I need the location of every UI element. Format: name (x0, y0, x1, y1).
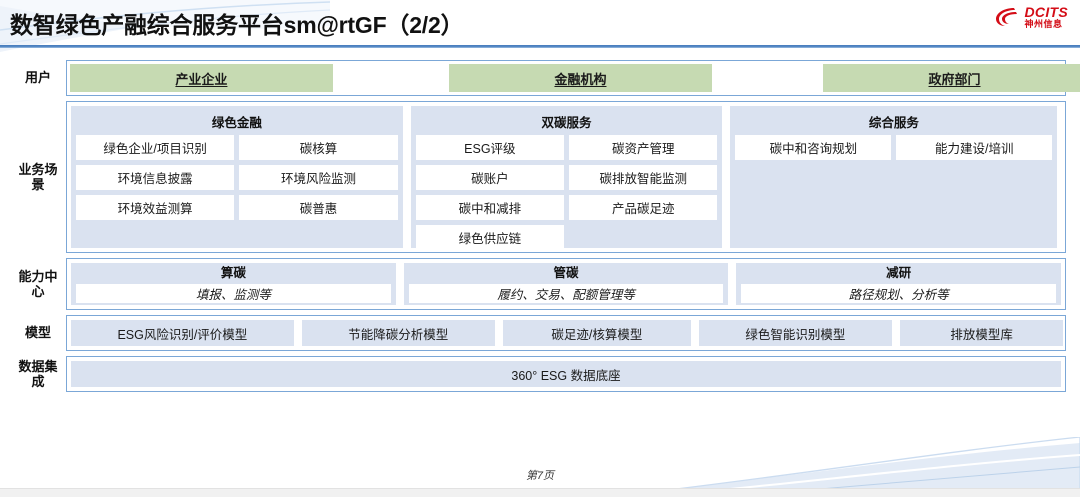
scenario-item[interactable]: 碳账户 (415, 165, 565, 190)
user-segment[interactable]: 金融机构 (449, 64, 712, 92)
band-body-capability: 算碳填报、监测等管碳履约、交易、配额管理等减研路径规划、分析等 (66, 258, 1066, 310)
scenario-item-grid: 碳中和咨询规划能力建设/培训 (735, 135, 1053, 160)
user-segment-label: 金融机构 (554, 71, 607, 87)
model-item[interactable]: ESG风险识别/评价模型 (71, 320, 294, 346)
model-item[interactable]: 绿色智能识别模型 (698, 320, 892, 346)
band-capability-center: 能力中心 算碳填报、监测等管碳履约、交易、配额管理等减研路径规划、分析等 (14, 258, 1066, 310)
band-body-scenario: 绿色金融绿色企业/项目识别碳核算环境信息披露环境风险监测环境效益测算碳普惠双碳服… (66, 101, 1066, 253)
band-body-model: ESG风险识别/评价模型节能降碳分析模型碳足迹/核算模型绿色智能识别模型排放模型… (66, 315, 1066, 351)
user-segment[interactable]: 政府部门 (823, 64, 1080, 92)
header-divider (0, 45, 1080, 48)
scenario-item[interactable]: 绿色供应链 (415, 225, 565, 250)
scenario-item[interactable]: 绿色企业/项目识别 (76, 135, 235, 160)
band-label-model: 模型 (24, 325, 51, 341)
band-body-user: 产业企业 金融机构 政府部门 (66, 60, 1080, 96)
scenario-item-grid: ESG评级碳资产管理碳账户碳排放智能监测碳中和减排产品碳足迹绿色供应链 (415, 135, 718, 250)
user-spacer (339, 64, 443, 92)
page-header: 数智绿色产融综合服务平台sm@rtGF（2/2） DCITS 神州信息 (0, 0, 1080, 48)
scenario-item[interactable]: 碳普惠 (239, 195, 398, 220)
data-foundation-bar[interactable]: 360° ESG 数据底座 (71, 361, 1061, 387)
page-title: 数智绿色产融综合服务平台sm@rtGF（2/2） (10, 12, 464, 38)
user-segment[interactable]: 产业企业 (70, 64, 333, 92)
scenario-item[interactable]: ESG评级 (415, 135, 565, 160)
capability-subtitle: 履约、交易、配额管理等 (408, 283, 724, 303)
scenario-item[interactable]: 碳中和咨询规划 (735, 135, 892, 160)
scenario-item[interactable]: 碳中和减排 (415, 195, 565, 220)
scenario-item[interactable]: 环境效益测算 (76, 195, 235, 220)
scenario-column: 综合服务碳中和咨询规划能力建设/培训 (730, 106, 1058, 248)
brand-logo: DCITS 神州信息 (994, 5, 1069, 29)
user-segment-label: 政府部门 (928, 71, 981, 87)
capability-subtitle: 路径规划、分析等 (741, 283, 1057, 303)
capability-subtitle: 填报、监测等 (76, 283, 391, 303)
scenario-item[interactable]: 环境信息披露 (76, 165, 235, 190)
user-segment-label: 产业企业 (175, 71, 228, 87)
dcits-swoosh-icon (994, 6, 1020, 28)
capability-column[interactable]: 算碳填报、监测等 (71, 263, 396, 305)
scenario-item-placeholder (569, 225, 717, 250)
scenario-item-grid: 绿色企业/项目识别碳核算环境信息披露环境风险监测环境效益测算碳普惠 (76, 135, 398, 220)
band-label-scenario: 业务场景 (18, 161, 58, 192)
page-number-footer: 第7页 (525, 470, 555, 482)
band-scenario: 业务场景 绿色金融绿色企业/项目识别碳核算环境信息披露环境风险监测环境效益测算碳… (14, 101, 1066, 253)
capability-title: 管碳 (553, 266, 579, 280)
model-item[interactable]: 节能降碳分析模型 (301, 320, 495, 346)
user-spacer (718, 64, 817, 92)
scenario-item[interactable]: 碳排放智能监测 (569, 165, 718, 190)
scenario-column: 绿色金融绿色企业/项目识别碳核算环境信息披露环境风险监测环境效益测算碳普惠 (71, 106, 403, 248)
capability-title: 减研 (886, 266, 912, 280)
model-item[interactable]: 碳足迹/核算模型 (502, 320, 691, 346)
scenario-column-title: 绿色金融 (211, 116, 262, 130)
band-body-data: 360° ESG 数据底座 (66, 356, 1066, 392)
scenario-item[interactable]: 环境风险监测 (239, 165, 398, 190)
band-label-capability: 能力中心 (18, 268, 58, 299)
band-user: 用户 产业企业 金融机构 政府部门 (14, 60, 1080, 96)
logo-brand-text: DCITS (1024, 4, 1068, 20)
band-model: 模型 ESG风险识别/评价模型节能降碳分析模型碳足迹/核算模型绿色智能识别模型排… (14, 315, 1066, 351)
scenario-item[interactable]: 碳资产管理 (569, 135, 718, 160)
logo-brand-cn-text: 神州信息 (1024, 19, 1063, 29)
scenario-item[interactable]: 能力建设/培训 (896, 135, 1053, 160)
scenario-column-title: 双碳服务 (541, 116, 592, 130)
scenario-item[interactable]: 产品碳足迹 (569, 195, 718, 220)
band-data-integration: 数据集成 360° ESG 数据底座 (14, 356, 1066, 392)
capability-column[interactable]: 减研路径规划、分析等 (736, 263, 1062, 305)
scenario-column: 双碳服务 ESG评级碳资产管理碳账户碳排放智能监测碳中和减排产品碳足迹绿色供应链 (410, 106, 723, 250)
capability-column[interactable]: 管碳履约、交易、配额管理等 (403, 263, 729, 305)
bottom-strip (0, 488, 1080, 497)
band-label-data: 数据集成 (18, 358, 58, 389)
model-item[interactable]: 排放模型库 (899, 320, 1064, 346)
architecture-matrix: 用户 产业企业 金融机构 政府部门 业务场景 绿色金融绿色企业/项目识别碳核算环境信… (0, 52, 1080, 397)
scenario-column-title: 综合服务 (868, 116, 919, 130)
band-label-user: 用户 (24, 70, 51, 86)
scenario-item[interactable]: 碳核算 (239, 135, 398, 160)
capability-title: 算碳 (220, 266, 246, 280)
